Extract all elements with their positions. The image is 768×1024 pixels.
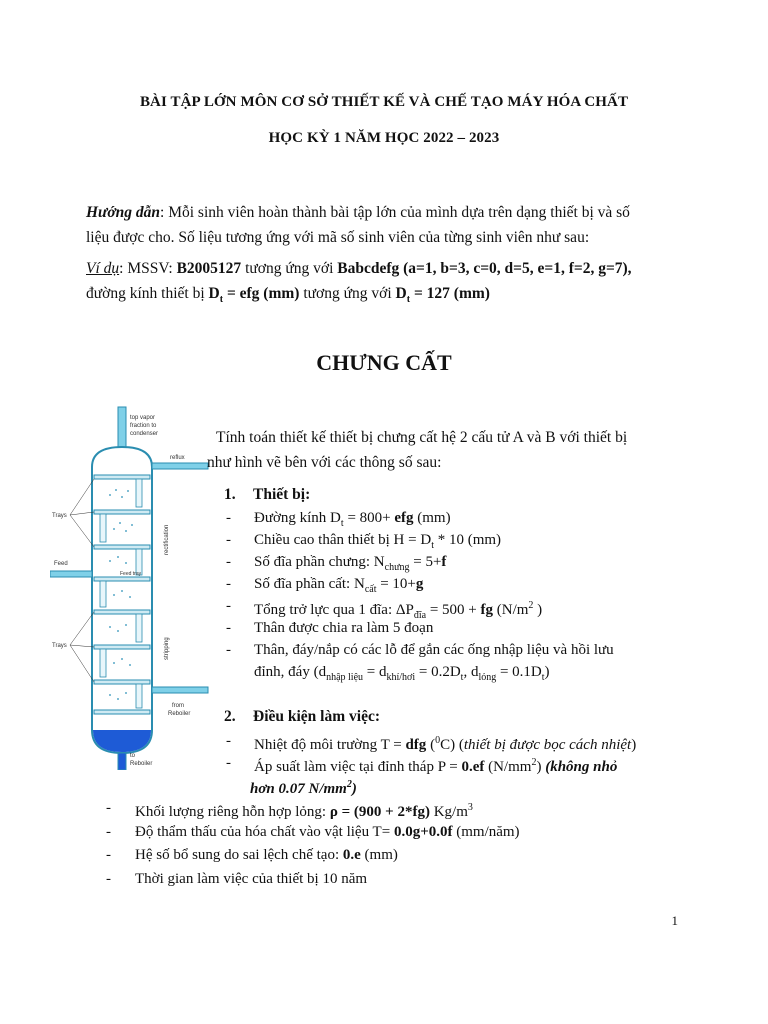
from-reboiler-label-2: Reboiler xyxy=(168,711,190,717)
top-vapor-pipe xyxy=(117,406,127,448)
feed-tray-label: Feed tray xyxy=(120,571,142,577)
trays-label-1: Trays xyxy=(52,513,67,519)
distillation-column-figure: top vapor fraction to condenser reflux F… xyxy=(49,405,210,771)
example-mid: tương ứng với xyxy=(241,260,338,277)
bottom-liquid xyxy=(93,730,151,752)
section1-number: 1. xyxy=(224,486,236,503)
downcomer xyxy=(99,513,107,543)
tray xyxy=(93,474,151,480)
downcomer xyxy=(135,478,143,508)
example-paragraph: Ví dụ: MSSV: B2005127 tương ứng với Babc… xyxy=(86,256,686,312)
section-title: CHƯNG CẤT xyxy=(316,350,452,375)
to-reboiler-pipe xyxy=(117,752,127,771)
example-line2-prefix: đường kính thiết bị xyxy=(86,285,209,302)
tray xyxy=(93,709,151,715)
to-reboiler-label-2: Reboiler xyxy=(130,761,152,767)
example-line2-mid: tương ứng với xyxy=(299,285,396,302)
tray xyxy=(93,644,151,650)
example-mssv: B2005127 xyxy=(176,260,242,277)
reflux-label: reflux xyxy=(170,455,185,461)
tray xyxy=(93,679,151,685)
downcomers xyxy=(99,478,143,709)
column-shell xyxy=(91,445,153,755)
tray xyxy=(93,509,151,515)
tray xyxy=(93,609,151,615)
intro-line-2: như hình vẽ bên với các thông số sau: xyxy=(207,454,442,471)
example-label: Ví dụ xyxy=(86,260,120,277)
section2-title: Điều kiện làm việc: xyxy=(253,708,380,725)
top-label-2: fraction to xyxy=(130,423,157,429)
tray xyxy=(93,544,151,550)
downcomer xyxy=(135,683,143,709)
page-number: 1 xyxy=(671,913,679,928)
from-reboiler-pipe xyxy=(151,686,209,694)
section2-number: 2. xyxy=(224,708,236,725)
from-reboiler-label-1: from xyxy=(172,703,184,709)
downcomer xyxy=(135,613,143,643)
feed-pipe xyxy=(49,570,93,578)
downcomer xyxy=(99,648,107,678)
feed-label: Feed xyxy=(54,561,68,567)
guide-text-line1: : Mỗi sinh viên hoàn thành bài tập lớn c… xyxy=(160,204,630,221)
example-dt1-val: = efg (mm) xyxy=(223,285,300,302)
guide-paragraph: Hướng dẫn: Mỗi sinh viên hoàn thành bài … xyxy=(86,200,686,250)
downcomer xyxy=(135,548,143,576)
section1-title: Thiết bị: xyxy=(253,486,311,503)
document-title: BÀI TẬP LỚN MÔN CƠ SỞ THIẾT KẾ VÀ CHẾ TẠ… xyxy=(139,94,629,110)
downcomer xyxy=(99,580,107,608)
example-dt1-sub: t xyxy=(219,294,224,306)
trays-label-2: Trays xyxy=(52,643,67,649)
top-label-3: condenser xyxy=(130,431,158,437)
example-dt2-sub: t xyxy=(406,294,411,306)
vapor-dots xyxy=(109,489,133,700)
document-subtitle: HỌC KỲ 1 NĂM HỌC 2022 – 2023 xyxy=(268,130,500,146)
stripping-label: stripping xyxy=(164,637,170,660)
guide-label: Hướng dẫn xyxy=(86,204,161,221)
reflux-pipe xyxy=(151,462,209,470)
example-mssv-prefix: : MSSV: xyxy=(119,260,177,277)
to-reboiler-label-1: to xyxy=(130,753,136,759)
example-dt2: D xyxy=(395,285,407,302)
guide-text-line2: liệu được cho. Số liệu tương ứng với mã … xyxy=(86,229,590,246)
example-dt2-val: = 127 (mm) xyxy=(410,285,490,302)
tray xyxy=(93,576,151,582)
example-dt1: D xyxy=(208,285,220,302)
intro-line-1: Tính toán thiết kế thiết bị chưng cất hệ… xyxy=(216,429,628,446)
top-label-1: top vapor xyxy=(130,415,155,421)
rectification-label: rectification xyxy=(164,525,170,555)
example-code: Babcdefg (a=1, b=3, c=0, d=5, e=1, f=2, … xyxy=(337,260,632,277)
